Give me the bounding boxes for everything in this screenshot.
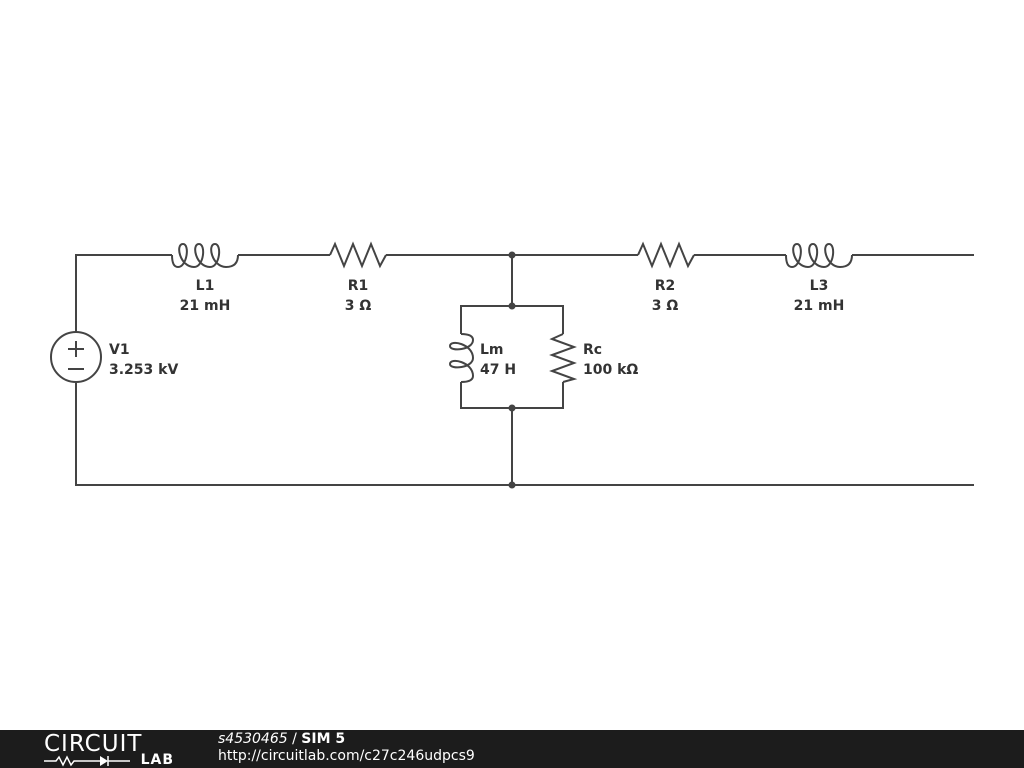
logo-waveform-icon (44, 755, 130, 767)
r2-name-label: R2 (655, 278, 676, 294)
voltage-source-v1-symbol[interactable] (50, 331, 102, 383)
v1-name-label: V1 (109, 342, 130, 358)
junction-dot (508, 481, 516, 489)
logo-lab-text: LAB (140, 752, 174, 768)
inductor-lm-symbol[interactable] (448, 333, 475, 383)
l1-value-label: 21 mH (180, 298, 231, 314)
l1-name-label: L1 (196, 278, 215, 294)
footer-info: s4530465 / SIM 5 http://circuitlab.com/c… (218, 731, 475, 765)
inductor-l1-symbol[interactable] (171, 242, 239, 269)
junction-dot (508, 404, 516, 412)
junction-dot (508, 251, 516, 259)
circuitlab-logo[interactable]: CIRCUIT LAB (44, 732, 176, 768)
junction-dot (508, 302, 516, 310)
resistor-r1-symbol[interactable] (329, 241, 387, 269)
logo-circuit-text: CIRCUIT (44, 731, 143, 757)
circuit-title-line: s4530465 / SIM 5 (218, 731, 475, 748)
circuit-schematic: L1 21 mH R1 3 Ω R2 3 Ω L3 21 mH V1 3.253… (50, 241, 974, 489)
l3-value-label: 21 mH (794, 298, 845, 314)
bottom-wire (75, 383, 974, 486)
rc-name-label: Rc (583, 342, 602, 358)
l3-name-label: L3 (810, 278, 829, 294)
rc-value-label: 100 kΩ (583, 362, 638, 378)
circuit-url[interactable]: http://circuitlab.com/c27c246udpcs9 (218, 748, 475, 764)
author-link[interactable]: s4530465 (218, 731, 288, 747)
r1-value-label: 3 Ω (345, 298, 372, 314)
r1-name-label: R1 (348, 278, 369, 294)
lm-name-label: Lm (480, 342, 504, 358)
resistor-r2-symbol[interactable] (637, 241, 695, 269)
v1-value-label: 3.253 kV (109, 362, 178, 378)
title-separator: / (287, 731, 302, 747)
circuit-title[interactable]: SIM 5 (301, 731, 346, 747)
resistor-rc-symbol[interactable] (549, 333, 578, 383)
lm-value-label: 47 H (480, 362, 516, 378)
r2-value-label: 3 Ω (652, 298, 679, 314)
inductor-l3-symbol[interactable] (785, 242, 853, 269)
footer-bar: CIRCUIT LAB s4530465 / SIM 5 http://circ… (0, 730, 1024, 768)
